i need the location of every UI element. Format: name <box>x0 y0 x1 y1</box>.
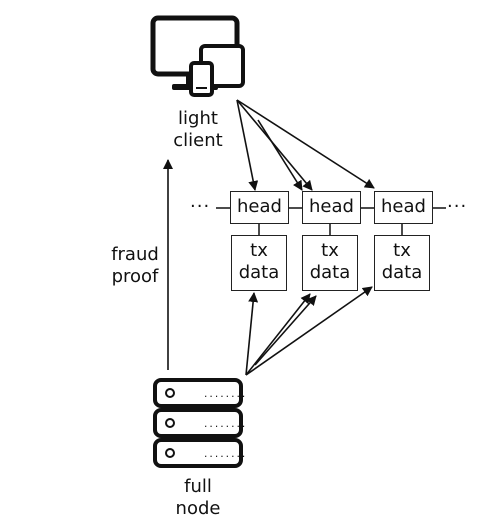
fraud-proof-label-line2: proof <box>111 266 159 287</box>
header-download-arrows <box>236 99 375 191</box>
svg-text:........: ........ <box>203 450 246 460</box>
chain-ellipsis-left: ··· <box>190 196 211 217</box>
full-node-label: full node <box>158 476 238 520</box>
tx-data-arrows <box>245 286 373 376</box>
block-tx-data: tx data <box>302 235 358 291</box>
tx-label: tx <box>250 240 268 261</box>
full-node-label-line1: full <box>184 476 212 497</box>
data-label: data <box>238 262 280 283</box>
light-client-label: light client <box>158 108 238 152</box>
fraud-proof-label-line1: fraud <box>111 244 159 265</box>
block-tx-data: tx data <box>374 235 430 291</box>
tx-label: tx <box>321 240 339 261</box>
block-header: head <box>230 191 289 224</box>
svg-text:........: ........ <box>203 390 246 400</box>
chain-ellipsis-right: ··· <box>447 196 468 217</box>
data-label: data <box>381 262 423 283</box>
data-label: data <box>309 262 351 283</box>
fraud-proof-label: fraud proof <box>100 244 170 288</box>
chain-links <box>216 207 446 235</box>
svg-text:........: ........ <box>203 420 246 430</box>
devices-icon <box>150 15 245 97</box>
light-client-label-line2: client <box>173 130 223 151</box>
light-client-label-line1: light <box>178 108 218 129</box>
tx-label: tx <box>393 240 411 261</box>
block-header: head <box>374 191 433 224</box>
block-tx-data: tx data <box>231 235 287 291</box>
block-header: head <box>302 191 361 224</box>
server-rack-icon: ........ ........ ........ <box>153 378 246 468</box>
full-node-label-line2: node <box>175 498 221 519</box>
